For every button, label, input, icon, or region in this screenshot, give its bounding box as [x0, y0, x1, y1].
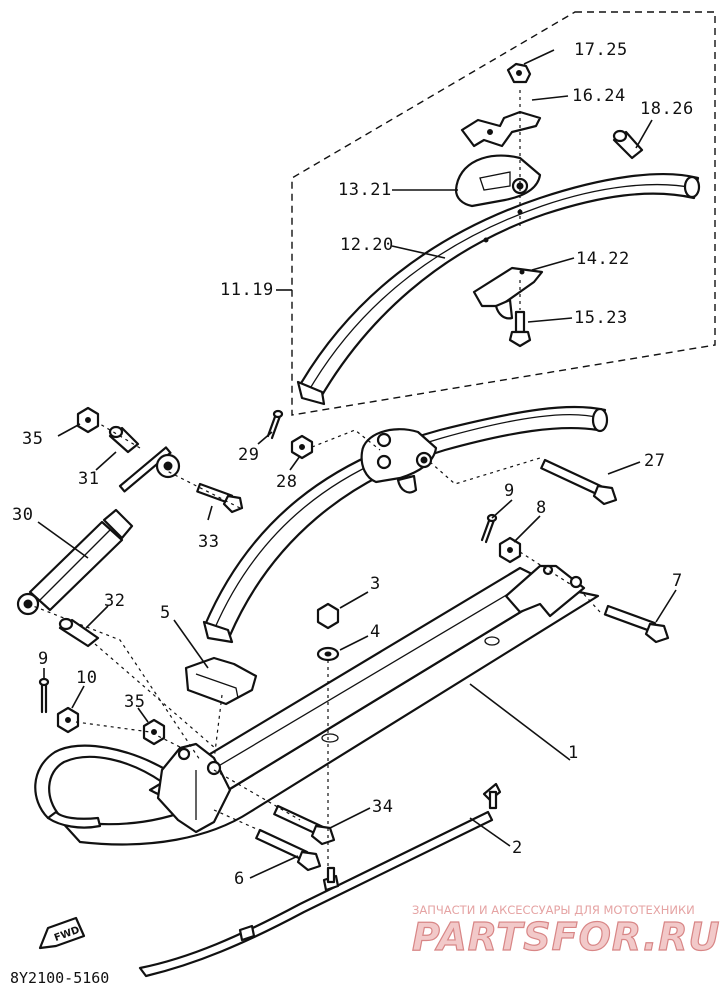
kit-boundary [291, 11, 716, 416]
leader-lines [37, 49, 677, 879]
callout-11-19: 11.19 [220, 280, 274, 300]
callout-28: 28 [276, 472, 297, 492]
callout-17-25: 17.25 [574, 40, 628, 60]
callout-10: 10 [76, 668, 97, 688]
nut-10 [56, 706, 80, 734]
nut-35-lower [142, 718, 166, 746]
callout-2: 2 [512, 838, 523, 858]
callout-labels: 17.25 16.24 18.26 13.21 12.20 14.22 11.1… [12, 40, 694, 889]
callout-15-23: 15.23 [574, 308, 628, 328]
ski-rear-bracket [504, 564, 586, 618]
wear-bar [138, 782, 502, 978]
cotter-pin-29 [266, 409, 284, 440]
callout-9-right: 9 [504, 481, 515, 501]
callout-7: 7 [672, 571, 683, 591]
callout-4: 4 [370, 622, 381, 642]
collar-31 [108, 425, 140, 454]
kit-holder-13 [454, 154, 542, 208]
ski-front-bracket [156, 742, 232, 834]
callout-31: 31 [78, 469, 99, 489]
bolt-7 [603, 604, 670, 644]
watermark-caption: ЗАПЧАСТИ И АКСЕССУАРЫ ДЛЯ МОТОТЕХНИКИ [412, 903, 695, 917]
callout-34: 34 [372, 797, 393, 817]
spacer-5 [184, 656, 258, 706]
ski-front-hoop [34, 744, 172, 829]
nut-8 [498, 536, 522, 564]
nut-28 [290, 434, 314, 460]
callout-29: 29 [238, 445, 259, 465]
callout-1: 1 [568, 743, 579, 763]
callout-35-lower: 35 [124, 692, 145, 712]
callout-13-21: 13.21 [338, 180, 392, 200]
callout-5: 5 [160, 603, 171, 623]
callout-16-24: 16.24 [572, 86, 626, 106]
bolt-34 [273, 804, 336, 846]
diagram-code: 8Y2100-5160 [10, 969, 109, 987]
callout-3: 3 [370, 574, 381, 594]
nut-3 [316, 602, 340, 630]
callout-33: 33 [198, 532, 219, 552]
callout-27: 27 [644, 451, 665, 471]
kit-collar-18 [612, 129, 644, 160]
callout-18-26: 18.26 [640, 99, 694, 119]
washer-4 [316, 646, 340, 662]
callout-12-20: 12.20 [340, 235, 394, 255]
cotter-pin-9-left [38, 677, 50, 714]
kit-bracket-16 [460, 110, 542, 148]
bolt-6 [255, 828, 322, 872]
nut-35-upper [76, 406, 100, 434]
spring-holder [360, 428, 438, 494]
callout-6: 6 [234, 869, 245, 889]
cotter-pin-9-right [480, 513, 498, 544]
callout-9-left: 9 [38, 649, 49, 669]
kit-bolt-15 [508, 310, 532, 348]
fwd-arrow: FWD [38, 916, 86, 950]
bolt-27 [540, 458, 618, 506]
guide-lines [27, 90, 601, 870]
callout-8: 8 [536, 498, 547, 518]
watermark: ЗАПЧАСТИ И АКСЕССУАРЫ ДЛЯ МОТОТЕХНИКИ PA… [411, 903, 720, 960]
kit-plate-14 [472, 266, 544, 320]
callout-35-upper: 35 [22, 429, 43, 449]
kit-nut-17 [506, 62, 532, 84]
callout-32: 32 [104, 591, 125, 611]
callout-30: 30 [12, 505, 33, 525]
watermark-brand: PARTSFOR.RU [412, 915, 720, 959]
shock-absorber [16, 446, 181, 616]
collar-32 [58, 617, 100, 648]
callout-14-22: 14.22 [576, 249, 630, 269]
